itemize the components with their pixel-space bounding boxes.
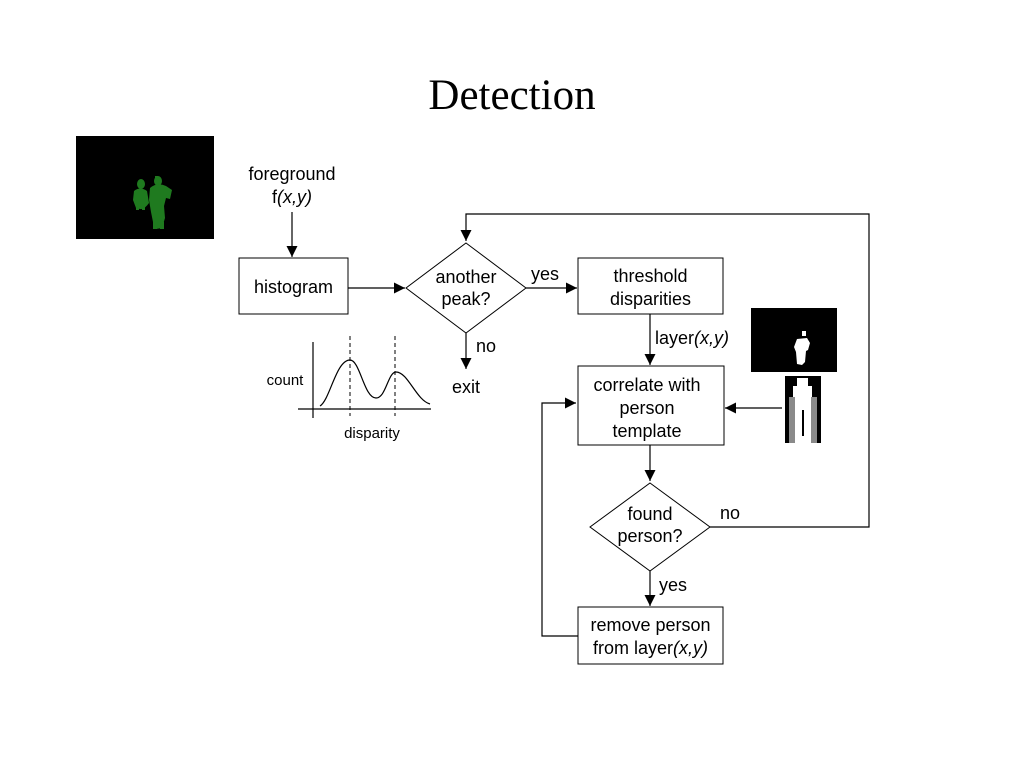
correlate-box: correlate with person template [577,365,725,446]
arrow-remove-loop [541,397,578,637]
arrow-found-no-loop [460,213,870,528]
remove-person-line1: remove person [590,615,710,635]
foreground-label: foreground f(x,y) [248,164,335,207]
peak-no-label: no [476,336,496,356]
found-person-line2: person? [617,526,682,546]
threshold-line2: disparities [610,289,691,309]
another-peak-decision: another peak? [405,242,527,334]
foreground-line1: foreground [248,164,335,184]
exit-label: exit [452,377,480,397]
slide-title: Detection [428,72,596,119]
peak-yes-label: yes [531,264,559,284]
person-template-image [785,376,821,443]
histogram-ylabel: count [267,372,305,389]
correlate-line1: correlate with [593,375,700,395]
found-person-line1: found [627,504,672,524]
found-no-label: no [720,503,740,523]
remove-person-box: remove person from layer(x,y) [577,606,724,665]
correlate-line2: person [619,398,674,418]
layer-label: layer(x,y) [655,328,729,348]
histogram-xlabel: disparity [344,425,400,442]
found-person-decision: found person? [589,482,711,572]
foreground-line2: f(x,y) [272,187,312,207]
foreground-thumbnail [76,136,214,239]
histogram-box: histogram [238,257,349,315]
histogram-plot: count disparity [267,336,431,442]
correlate-line3: template [612,421,681,441]
remove-person-line2: from layer(x,y) [593,638,708,658]
threshold-box: threshold disparities [577,257,724,315]
threshold-line1: threshold [613,266,687,286]
another-peak-line2: peak? [441,289,490,309]
histogram-label: histogram [254,277,333,297]
layer-thumbnail [751,308,837,372]
found-yes-label: yes [659,575,687,595]
another-peak-line1: another [435,267,496,287]
